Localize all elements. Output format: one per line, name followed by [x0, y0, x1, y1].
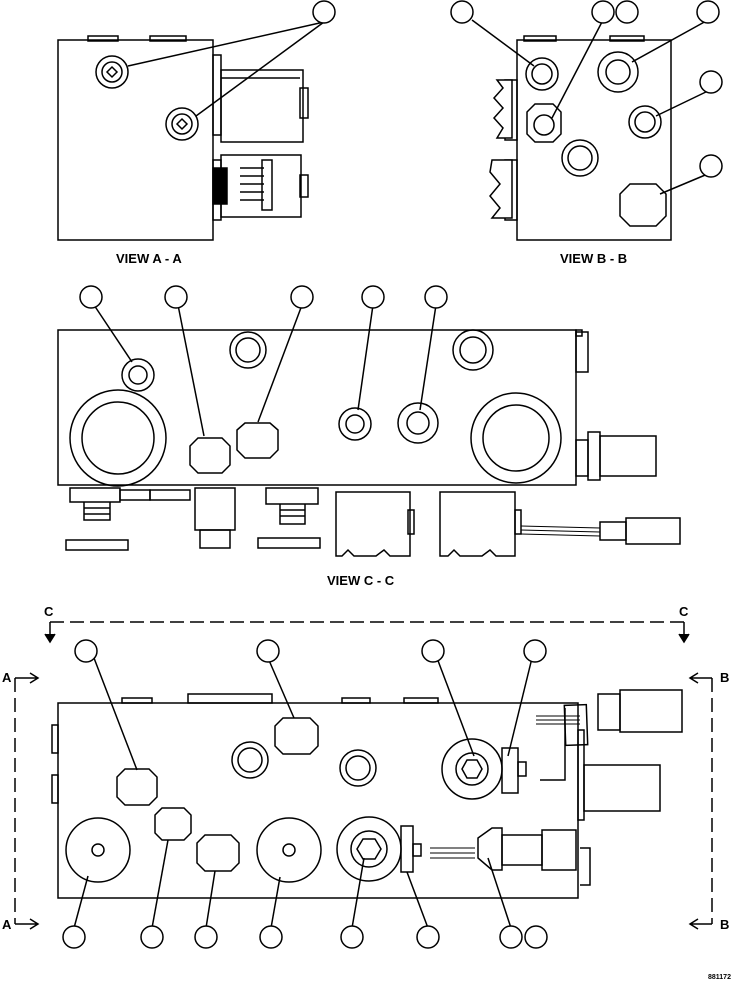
section-mark-a-top: A [2, 670, 12, 685]
figure-number: 881172 [708, 974, 731, 981]
view-b-drawing [450, 0, 723, 241]
section-mark-c-right: C [679, 604, 689, 619]
section-mark-b-bottom: B [720, 917, 730, 932]
section-mark-b-top: B [720, 670, 730, 685]
section-mark-a-bottom: A [2, 917, 12, 932]
plan-view-drawing [14, 621, 713, 949]
view-c-drawing [57, 285, 681, 557]
view-b-caption: VIEW B - B [560, 251, 628, 266]
view-a-drawing [57, 0, 336, 241]
view-a-caption: VIEW A - A [116, 251, 182, 266]
section-mark-c-left: C [44, 604, 54, 619]
view-c-caption: VIEW C - C [327, 573, 395, 588]
